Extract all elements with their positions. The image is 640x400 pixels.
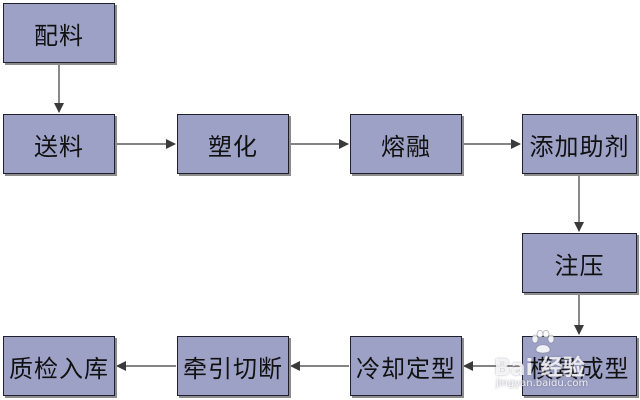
node-qianyin: 牵引切断 <box>177 336 289 396</box>
node-lengque: 冷却定型 <box>350 336 462 396</box>
node-label: 注压 <box>554 251 605 280</box>
node-peiliao: 配料 <box>3 3 115 63</box>
node-rongrong: 熔融 <box>350 114 462 174</box>
node-label: 模具成型 <box>529 354 630 383</box>
node-zhuya: 注压 <box>522 233 637 293</box>
node-suhua: 塑化 <box>177 114 289 174</box>
node-label: 牵引切断 <box>183 354 283 383</box>
node-label: 添加助剂 <box>529 132 630 161</box>
node-songliao: 送料 <box>3 114 115 174</box>
node-label: 送料 <box>34 132 84 161</box>
node-moju: 模具成型 <box>522 336 637 396</box>
node-label: 配料 <box>34 21 84 50</box>
node-tianjia: 添加助剂 <box>522 114 637 174</box>
node-label: 塑化 <box>208 132 258 161</box>
node-zhijian: 质检入库 <box>3 336 115 396</box>
node-label: 质检入库 <box>9 354 109 383</box>
node-label: 熔融 <box>381 132 431 161</box>
node-label: 冷却定型 <box>356 354 456 383</box>
